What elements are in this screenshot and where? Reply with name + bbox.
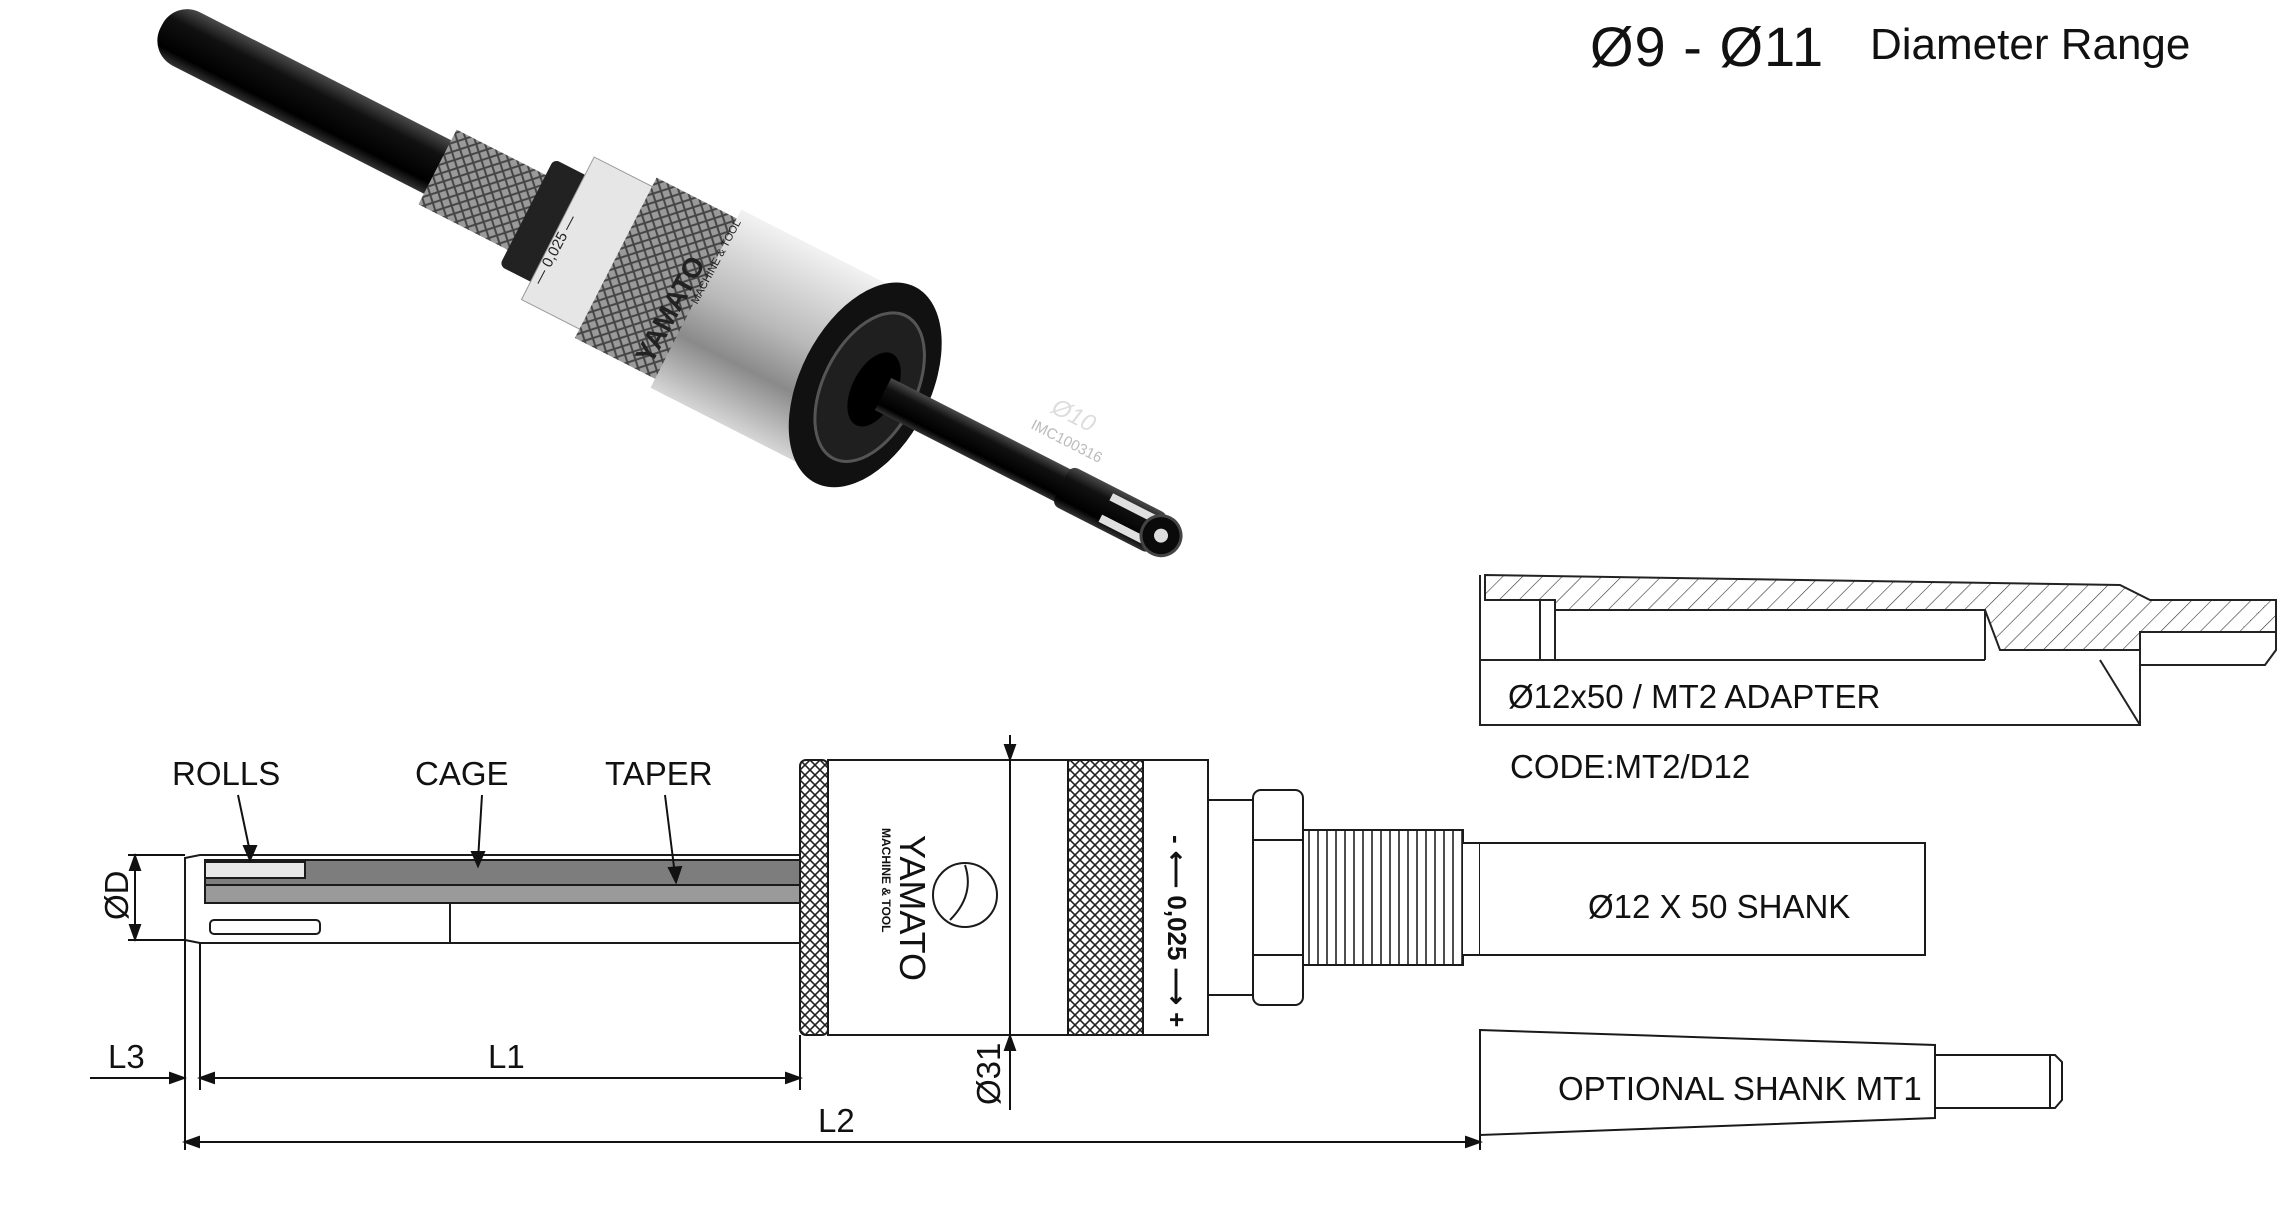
dim-l3: L3	[108, 1038, 145, 1075]
adapter-label: Ø12x50 / MT2 ADAPTER	[1508, 678, 1880, 715]
drawing-scale: - ⟵ 0,025 ⟶ +	[1162, 835, 1192, 1027]
drawing-brand: YAMATO	[892, 835, 933, 981]
dim-body-diameter: Ø31	[970, 1043, 1007, 1105]
callout-leaders	[237, 794, 683, 885]
optional-shank-label: OPTIONAL SHANK MT1	[1558, 1070, 1922, 1107]
diameter-range: Ø9 - Ø11	[1590, 15, 1825, 78]
roller-burnishing-tool-drawing	[184, 759, 2063, 1137]
tool-render	[157, 9, 1183, 558]
dim-l1: L1	[488, 1038, 525, 1075]
callout-taper: TAPER	[605, 755, 713, 792]
adapter-code: CODE:MT2/D12	[1510, 748, 1750, 785]
diameter-range-label: Diameter Range	[1870, 20, 2191, 69]
mt2-adapter-drawing	[1479, 573, 2277, 726]
dimension-lines	[90, 735, 1483, 1150]
dim-od: ØD	[98, 871, 135, 921]
callout-cage: CAGE	[415, 755, 509, 792]
drawing-brand-sub: MACHINE & TOOL	[879, 828, 893, 932]
callout-rolls: ROLLS	[172, 755, 280, 792]
dim-l2: L2	[818, 1102, 855, 1139]
straight-shank-label: Ø12 X 50 SHANK	[1588, 888, 1850, 925]
